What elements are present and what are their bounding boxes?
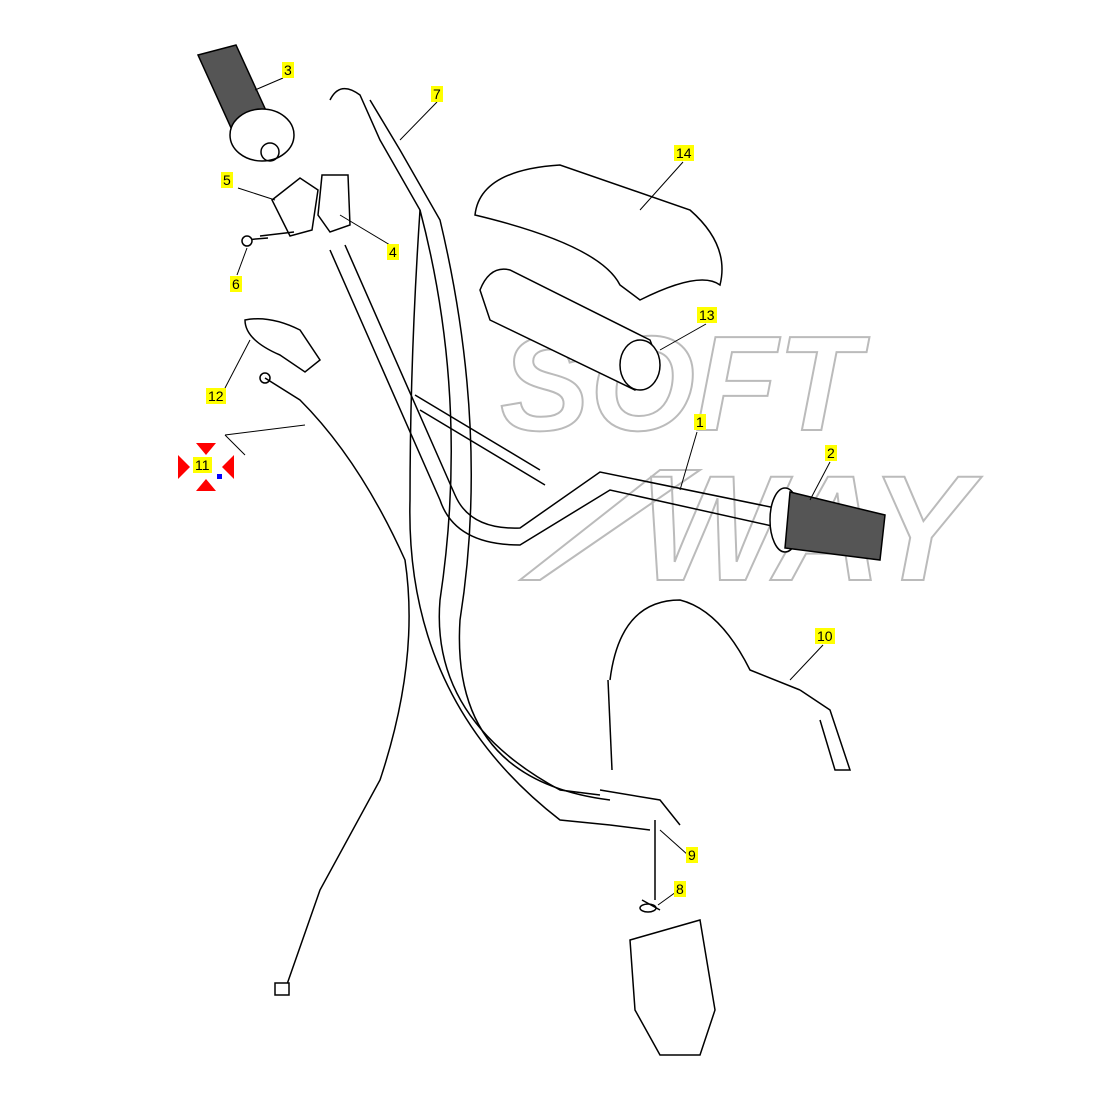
leader-lines: [224, 77, 831, 906]
selection-dot: [217, 474, 222, 479]
grip-part-2: [769, 487, 886, 561]
carburetor: [629, 820, 716, 1056]
arrow-right-icon: [178, 455, 190, 479]
cable-part-10: [607, 599, 852, 771]
callout-10[interactable]: 10: [815, 628, 835, 644]
callout-5[interactable]: 5: [221, 172, 233, 188]
callout-6[interactable]: 6: [230, 276, 242, 292]
callout-4[interactable]: 4: [387, 244, 399, 260]
throttle-grip-part-3: [196, 44, 295, 162]
lever-part-12: [244, 318, 322, 384]
callout-1[interactable]: 1: [694, 414, 706, 430]
callout-3[interactable]: 3: [282, 62, 294, 78]
throttle-cables-part-7: [329, 87, 681, 831]
arrow-down-icon: [196, 443, 216, 455]
selection-marker: [178, 441, 234, 493]
callout-13[interactable]: 13: [697, 307, 717, 323]
callout-9[interactable]: 9: [686, 847, 698, 863]
callout-2[interactable]: 2: [825, 445, 837, 461]
callout-12[interactable]: 12: [206, 388, 226, 404]
arrow-left-icon: [222, 455, 234, 479]
callout-7[interactable]: 7: [431, 86, 443, 102]
callout-8[interactable]: 8: [674, 881, 686, 897]
watermark-slash: [517, 469, 704, 581]
callout-11[interactable]: 11: [193, 457, 212, 473]
clutch-cable-part-11: [264, 377, 410, 996]
arrow-up-icon: [196, 479, 216, 491]
handlebar-pad-part-13: [479, 268, 661, 391]
throttle-housing-part-4-5: [241, 174, 351, 247]
callout-14[interactable]: 14: [674, 145, 694, 161]
pad-cover-part-14: [474, 164, 723, 301]
handlebar-part-1: [329, 244, 796, 546]
